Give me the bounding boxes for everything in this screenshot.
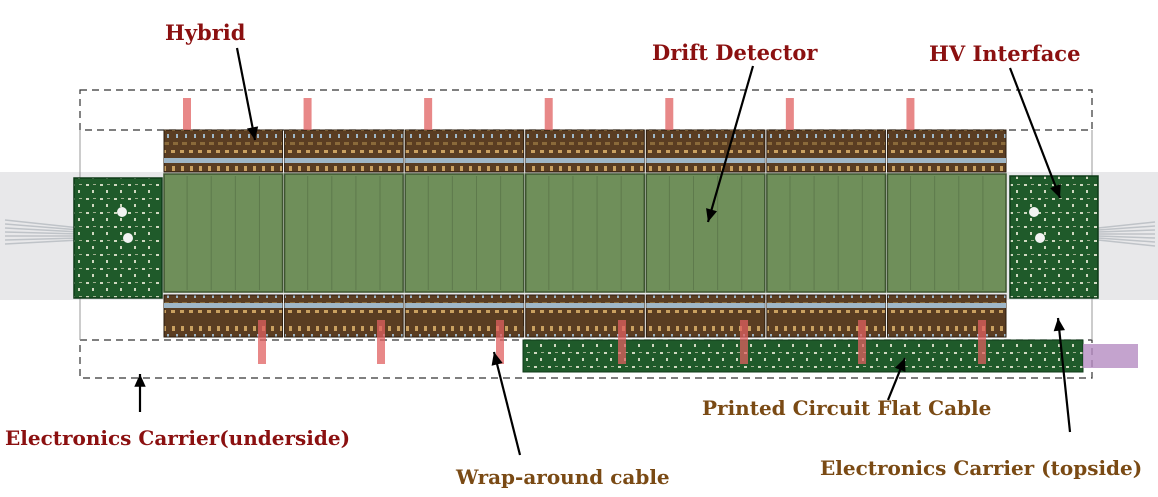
hybrid-top-strip bbox=[646, 158, 765, 163]
wrap-cable-top-3 bbox=[424, 98, 433, 130]
arrow-hv-interface-head bbox=[1050, 184, 1061, 198]
carrier-connector bbox=[1029, 207, 1039, 217]
hybrid-bottom-7 bbox=[886, 294, 1007, 338]
carrier-connector bbox=[123, 233, 133, 243]
cable-wire-right bbox=[1097, 239, 1156, 247]
dashed-box-top bbox=[79, 89, 1093, 131]
hybrid-row-top bbox=[163, 129, 1007, 173]
carrier-connector bbox=[1035, 233, 1045, 243]
hybrid-top-strip bbox=[284, 158, 404, 163]
wrap-cable-bottom-4 bbox=[618, 320, 626, 364]
cable-wire-left bbox=[4, 223, 81, 231]
arrow-hv-interface bbox=[1008, 67, 1062, 199]
arrow-electronics-carrier-underside-head bbox=[134, 374, 146, 387]
cable-wire-right bbox=[1097, 237, 1156, 243]
arrow-wrap-around-cable-head bbox=[491, 352, 503, 366]
cable-wire-left bbox=[4, 227, 81, 233]
hybrid-bottom-strip bbox=[284, 303, 404, 308]
cable-wire-right bbox=[1097, 235, 1156, 239]
hybrid-bottom-4 bbox=[525, 294, 645, 338]
cable-wire-left bbox=[4, 237, 81, 241]
drift-detector-6 bbox=[766, 173, 887, 293]
hybrid-row-bottom bbox=[163, 294, 1007, 338]
wrap-cable-top-5 bbox=[665, 98, 674, 130]
hybrid-top-strip bbox=[525, 158, 645, 163]
drift-detector-4 bbox=[524, 173, 646, 293]
drift-detector-5 bbox=[645, 173, 766, 293]
electronics-carriers bbox=[73, 175, 1099, 299]
carrier-connector bbox=[117, 207, 127, 217]
hybrid-top-strip bbox=[405, 158, 524, 163]
label-electronics-carrier-topside: Electronics Carrier (topside) bbox=[820, 456, 1143, 480]
wrap-cable-top-6 bbox=[785, 98, 794, 130]
arrow-hybrid bbox=[235, 47, 257, 141]
label-printed-circuit-flat-cable: Printed Circuit Flat Cable bbox=[702, 396, 992, 420]
wrap-cable-top-7 bbox=[906, 98, 915, 130]
printed-circuit-flat-cable-graphic bbox=[522, 339, 1138, 373]
drift-detector-1 bbox=[163, 173, 284, 293]
hybrid-bottom-strip bbox=[525, 303, 645, 308]
cable-wire-left bbox=[4, 219, 81, 229]
hybrid-bottom-2 bbox=[284, 294, 404, 338]
label-electronics-carrier-underside: Electronics Carrier(underside) bbox=[5, 426, 351, 450]
hybrid-top-strip bbox=[766, 158, 886, 163]
wrap-cable-bottom-6 bbox=[858, 320, 866, 364]
wrap-cable-top-2 bbox=[303, 98, 312, 130]
wrap-cable-bottom-1 bbox=[258, 320, 266, 364]
hybrid-top-3 bbox=[404, 129, 525, 173]
wrap-cable-top-1 bbox=[183, 98, 191, 130]
hybrid-bottom-strip bbox=[164, 303, 283, 308]
hybrid-top-4 bbox=[525, 129, 645, 173]
wrap-cable-bottom-5 bbox=[740, 320, 748, 364]
cable-wire-right bbox=[1097, 229, 1156, 233]
hybrid-bottom-strip bbox=[887, 303, 1006, 308]
cable-wire-right bbox=[1097, 221, 1156, 229]
wrap-cable-bottom-3 bbox=[496, 320, 504, 364]
flat-cable-connector bbox=[1083, 344, 1138, 368]
label-hv-interface: HV Interface bbox=[929, 41, 1081, 66]
hybrid-bottom-strip bbox=[405, 303, 524, 308]
hybrid-top-2 bbox=[284, 129, 404, 173]
drift-detector-3 bbox=[404, 173, 525, 293]
hybrid-top-strip bbox=[164, 158, 283, 163]
drift-detector-row bbox=[163, 173, 1007, 293]
arrow-drift-detector bbox=[706, 65, 755, 223]
wrap-cable-bottom-7 bbox=[978, 320, 986, 364]
label-hybrid: Hybrid bbox=[165, 20, 246, 45]
hybrid-top-strip bbox=[887, 158, 1006, 163]
flat-cable-board bbox=[522, 339, 1084, 373]
annotation-arrows bbox=[134, 47, 1072, 456]
arrow-hybrid-head bbox=[246, 126, 259, 140]
wrap-around-cables bbox=[183, 98, 986, 364]
cable-wire-right bbox=[1097, 225, 1156, 231]
arrow-drift-detector-head bbox=[706, 208, 718, 222]
hybrid-top-7 bbox=[886, 129, 1007, 173]
hybrid-bottom-3 bbox=[404, 294, 525, 338]
cable-wire-left bbox=[4, 231, 81, 235]
electronics-carrier-right bbox=[1009, 175, 1099, 299]
arrow-printed-circuit-flat-cable-head bbox=[894, 358, 906, 372]
hybrid-top-5 bbox=[645, 129, 766, 173]
hybrid-top-6 bbox=[766, 129, 886, 173]
cable-wire-left bbox=[4, 239, 81, 245]
hybrid-bottom-6 bbox=[766, 294, 886, 338]
drift-detector-7 bbox=[886, 173, 1007, 293]
arrow-electronics-carrier-topside bbox=[1056, 317, 1072, 433]
electronics-carrier-left bbox=[73, 177, 163, 299]
wrap-cable-top-4 bbox=[544, 98, 553, 130]
hybrid-bottom-strip bbox=[766, 303, 886, 308]
wrap-cable-bottom-2 bbox=[377, 320, 385, 364]
hybrid-bottom-strip bbox=[646, 303, 765, 308]
arrow-wrap-around-cable bbox=[492, 351, 522, 456]
label-wrap-around-cable: Wrap-around cable bbox=[456, 465, 670, 489]
arrow-electronics-carrier-topside-head bbox=[1053, 318, 1066, 332]
drift-detector-2 bbox=[283, 173, 404, 293]
label-drift-detector: Drift Detector bbox=[652, 40, 818, 65]
hybrid-top-1 bbox=[163, 129, 284, 173]
